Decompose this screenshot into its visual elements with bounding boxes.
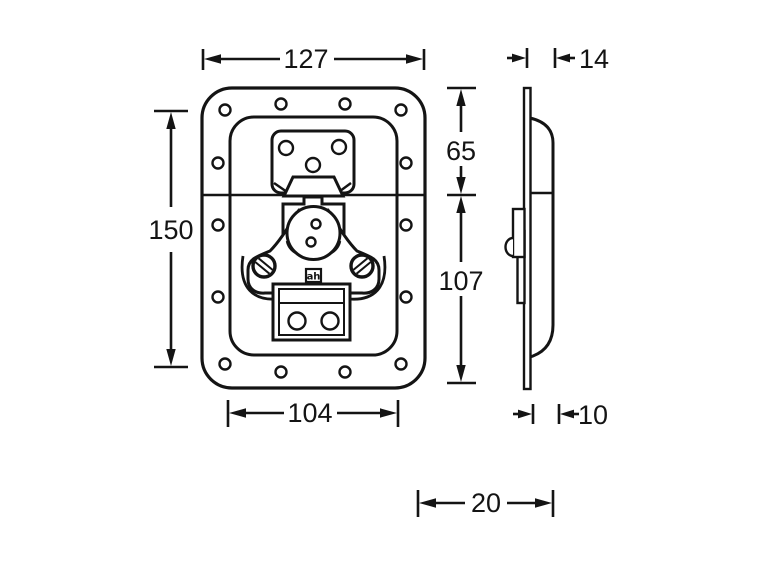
arrowhead bbox=[456, 89, 466, 106]
dim-front-width-label: 127 bbox=[283, 44, 328, 74]
dim-side-bottom-depth-label: 10 bbox=[578, 400, 608, 430]
side-view bbox=[504, 86, 555, 391]
dim-side-offset: 20 bbox=[416, 488, 555, 518]
dim-side-top-depth-label: 14 bbox=[579, 44, 609, 74]
dim-side-top-depth: 14 bbox=[507, 44, 609, 74]
dim-side-bottom-depth: 10 bbox=[513, 400, 608, 430]
dim-bottom-section: 107 bbox=[438, 193, 484, 385]
arrowhead bbox=[556, 53, 570, 63]
wing-screw-left bbox=[251, 253, 277, 279]
front-view: ah bbox=[200, 86, 427, 390]
arrowhead bbox=[456, 177, 466, 194]
arrowhead bbox=[229, 408, 246, 418]
arrowhead bbox=[560, 409, 574, 419]
arrowhead bbox=[456, 196, 466, 213]
hasp-holes bbox=[287, 311, 340, 331]
dim-top-section: 65 bbox=[446, 86, 476, 194]
dim-front-width: 127 bbox=[201, 44, 426, 74]
arrowhead bbox=[380, 408, 397, 418]
arrowhead bbox=[419, 498, 436, 508]
arrowhead bbox=[166, 349, 176, 366]
brand-logo-badge: ah bbox=[304, 267, 323, 284]
dim-recess-width: 104 bbox=[226, 398, 400, 428]
cam-knob-holes bbox=[305, 218, 322, 248]
arrowhead bbox=[166, 112, 176, 129]
wing-screw-right bbox=[349, 253, 375, 279]
side-latch-bracket-short bbox=[511, 207, 526, 259]
arrowhead bbox=[518, 409, 532, 419]
dim-top-section-label: 65 bbox=[446, 136, 476, 166]
arrowhead bbox=[204, 54, 221, 64]
brand-logo-text: ah bbox=[307, 272, 321, 283]
arrowhead bbox=[512, 53, 526, 63]
dimensions: 127 150 65 107 bbox=[148, 44, 609, 518]
lid-catch bbox=[281, 175, 346, 198]
dim-recess-width-label: 104 bbox=[287, 398, 332, 428]
arrowhead bbox=[456, 365, 466, 382]
arrowhead bbox=[406, 54, 423, 64]
dim-side-offset-label: 20 bbox=[471, 488, 501, 518]
cam-knob bbox=[285, 205, 342, 261]
hasp bbox=[271, 282, 352, 342]
strike-plate-holes bbox=[277, 138, 348, 174]
dim-front-height-label: 150 bbox=[148, 215, 193, 245]
mounting-holes bbox=[211, 97, 413, 379]
dim-front-height: 150 bbox=[148, 109, 194, 369]
arrowhead bbox=[535, 498, 552, 508]
side-dish-profile bbox=[528, 116, 555, 360]
side-rivet-bump bbox=[504, 236, 514, 258]
dim-bottom-section-label: 107 bbox=[438, 266, 483, 296]
